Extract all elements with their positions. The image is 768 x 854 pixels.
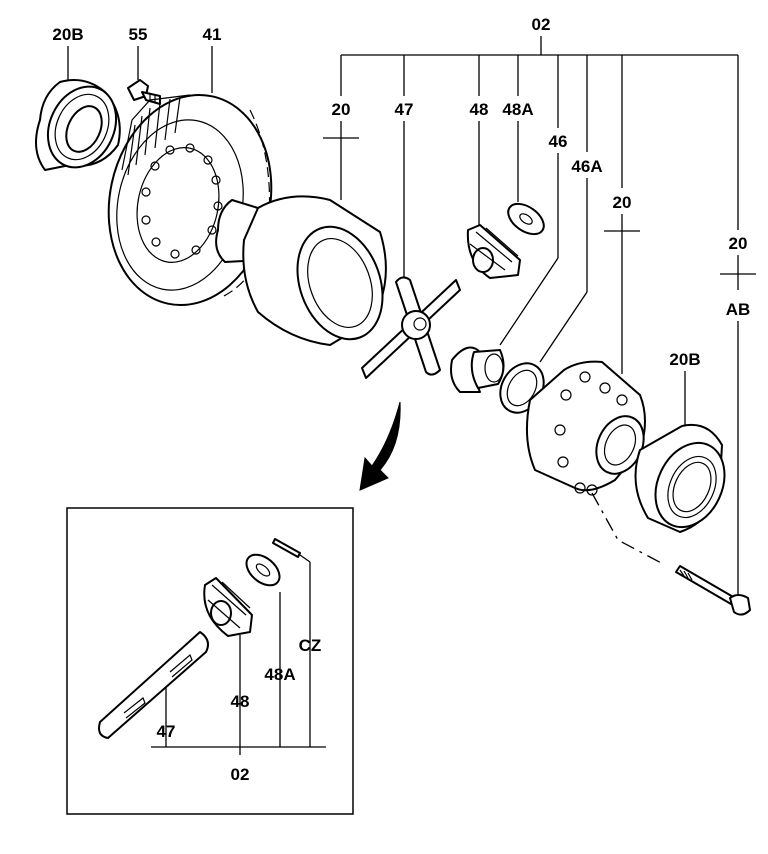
inset-label-48a: 48A [264,665,295,684]
label-55: 55 [129,25,148,44]
inset-detail-box: CZ 48A 48 47 02 [66,507,354,815]
label-20-case-right: 20 [613,193,632,212]
label-02: 02 [532,15,551,34]
assembly-02-bracket: 02 [340,15,739,230]
case-half-20-right: 20 [526,193,646,496]
label-47: 47 [395,100,414,119]
case-half-20-left: 20 [215,100,387,346]
label-46a: 46A [571,157,602,176]
curved-arrow-icon [359,401,401,491]
bearing-20b-left: 20B [35,25,121,171]
label-20b-right: 20B [669,350,700,369]
case-bolt-20-ab: 20 AB [591,234,756,616]
label-20-case-left: 20 [332,100,351,119]
label-48: 48 [470,100,489,119]
label-20-bolt: 20 [729,234,748,253]
inset-label-48: 48 [231,692,250,711]
label-41: 41 [203,25,222,44]
inset-label-cz: CZ [299,636,322,655]
inset-label-47: 47 [157,722,176,741]
label-46: 46 [549,132,568,151]
bearing-20b-right: 20B [634,350,726,533]
label-ab: AB [726,300,751,319]
cross-shaft-47: 47 [361,100,461,379]
inset-label-02: 02 [231,765,250,784]
label-20b-left: 20B [52,25,83,44]
label-48a: 48A [502,100,533,119]
pinion-gear-48: 48 [466,100,521,279]
bolt-55: 55 [127,25,161,105]
washer-48a: 48A [502,100,545,236]
side-gear-46: 46 [450,132,568,393]
